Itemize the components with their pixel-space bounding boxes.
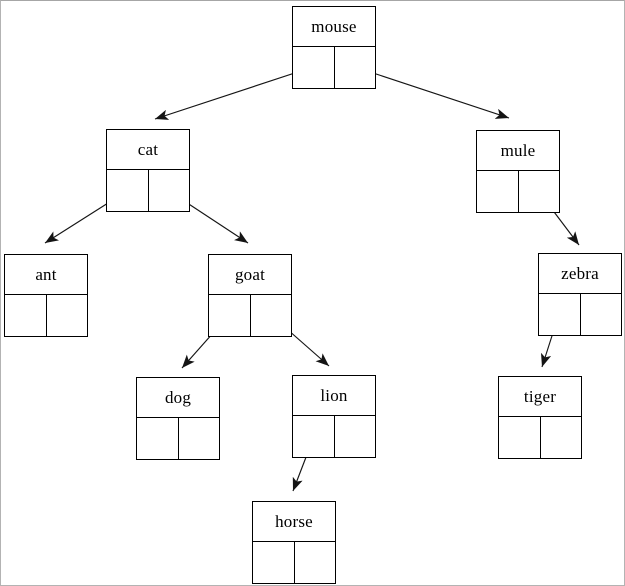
node-label: tiger xyxy=(499,377,581,417)
tree-node-mule: mule xyxy=(476,130,560,213)
node-label: mule xyxy=(477,131,559,171)
node-pointer-row xyxy=(477,171,559,212)
right-pointer-cell xyxy=(581,294,622,335)
left-pointer-cell xyxy=(293,47,335,88)
tree-node-horse: horse xyxy=(252,501,336,584)
tree-node-tiger: tiger xyxy=(498,376,582,459)
right-pointer-cell xyxy=(149,170,190,211)
node-pointer-row xyxy=(5,295,87,336)
right-pointer-cell xyxy=(335,416,376,457)
left-pointer-cell xyxy=(539,294,581,335)
tree-node-lion: lion xyxy=(292,375,376,458)
edge-mouse-cat xyxy=(154,66,314,120)
left-pointer-cell xyxy=(209,295,251,336)
right-pointer-cell xyxy=(179,418,220,459)
tree-node-zebra: zebra xyxy=(538,253,622,336)
node-pointer-row xyxy=(209,295,291,336)
node-pointer-row xyxy=(137,418,219,459)
left-pointer-cell xyxy=(253,542,295,583)
tree-node-dog: dog xyxy=(136,377,220,460)
left-pointer-cell xyxy=(499,417,541,458)
left-pointer-cell xyxy=(5,295,47,336)
left-pointer-cell xyxy=(477,171,519,212)
node-pointer-row xyxy=(499,417,581,458)
node-label: goat xyxy=(209,255,291,295)
edge-mouse-mule xyxy=(354,66,510,119)
right-pointer-cell xyxy=(251,295,292,336)
node-pointer-row xyxy=(107,170,189,211)
right-pointer-cell xyxy=(519,171,560,212)
node-pointer-row xyxy=(253,542,335,583)
right-pointer-cell xyxy=(335,47,376,88)
node-label: ant xyxy=(5,255,87,295)
node-label: cat xyxy=(107,130,189,170)
node-label: zebra xyxy=(539,254,621,294)
tree-node-cat: cat xyxy=(106,129,190,212)
right-pointer-cell xyxy=(47,295,88,336)
tree-node-goat: goat xyxy=(208,254,292,337)
left-pointer-cell xyxy=(293,416,335,457)
node-label: horse xyxy=(253,502,335,542)
left-pointer-cell xyxy=(137,418,179,459)
right-pointer-cell xyxy=(541,417,582,458)
node-pointer-row xyxy=(293,47,375,88)
left-pointer-cell xyxy=(107,170,149,211)
node-label: dog xyxy=(137,378,219,418)
tree-node-mouse: mouse xyxy=(292,6,376,89)
tree-node-ant: ant xyxy=(4,254,88,337)
node-label: mouse xyxy=(293,7,375,47)
node-label: lion xyxy=(293,376,375,416)
right-pointer-cell xyxy=(295,542,336,583)
node-pointer-row xyxy=(539,294,621,335)
node-pointer-row xyxy=(293,416,375,457)
